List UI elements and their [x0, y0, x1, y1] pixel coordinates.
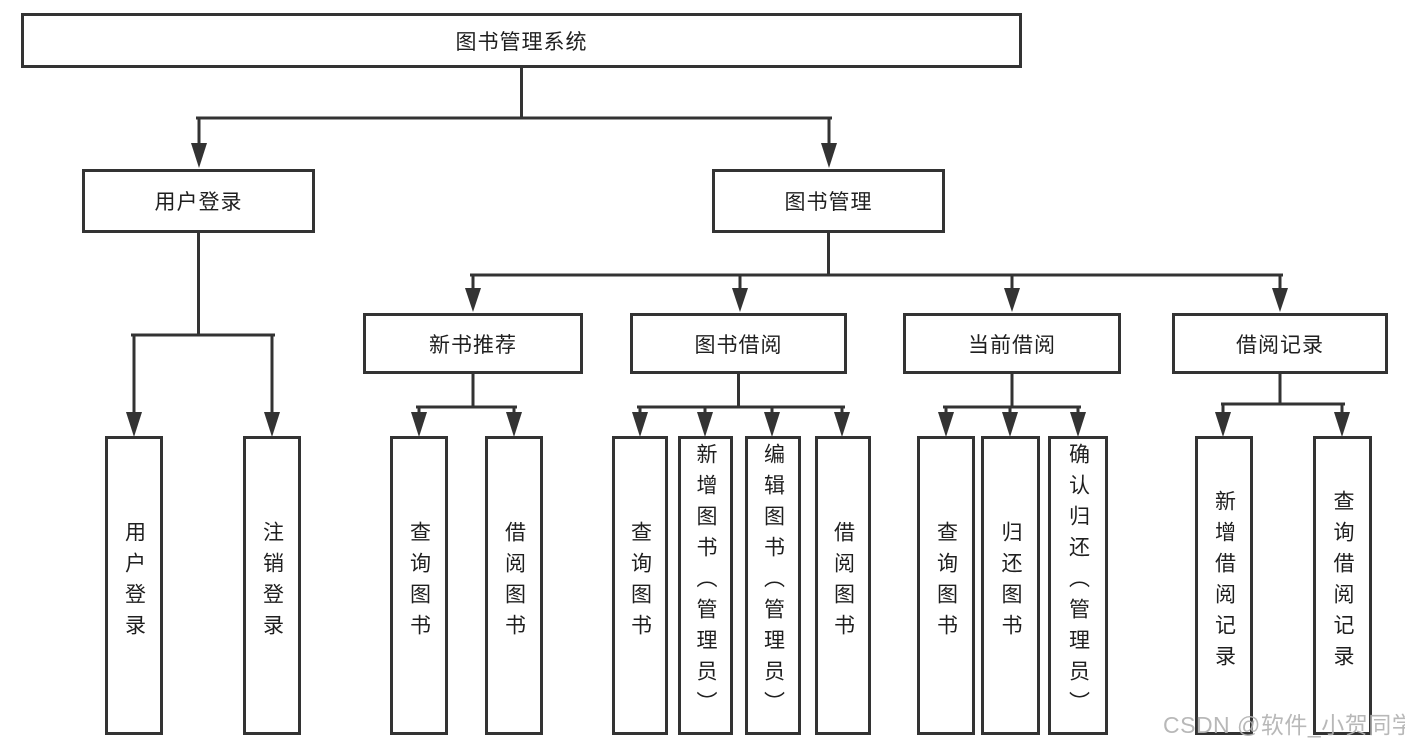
node-book-borrow: 图书借阅	[630, 313, 847, 374]
node-user-login: 用户登录	[82, 169, 315, 233]
leaf-label: 查询图书	[407, 520, 431, 645]
connector-new-book-to-leaves	[411, 370, 522, 437]
leaf-borrow-books: 借阅图书	[815, 436, 871, 735]
leaf-query-books-recommend: 查询图书	[390, 436, 448, 735]
leaf-label: 借阅图书	[502, 520, 526, 645]
leaf-user-login: 用户登录	[105, 436, 163, 735]
leaf-query-borrow-record: 查询借阅记录	[1313, 436, 1372, 735]
leaf-label: 查询图书	[934, 520, 958, 645]
connector-user-login-to-leaves	[126, 229, 280, 437]
leaf-borrow-books-recommend: 借阅图书	[485, 436, 543, 735]
leaf-query-books-current: 查询图书	[917, 436, 975, 735]
leaf-return-book: 归还图书	[981, 436, 1040, 735]
leaf-label: 编辑图书（管理员）	[761, 443, 785, 722]
connector-book-borrow-to-leaves	[632, 370, 850, 437]
leaf-logout: 注销登录	[243, 436, 301, 735]
leaf-label: 新增图书（管理员）	[694, 443, 717, 722]
node-current-borrow: 当前借阅	[903, 313, 1121, 374]
leaf-edit-book-admin: 编辑图书（管理员）	[745, 436, 801, 735]
node-root-system: 图书管理系统	[21, 13, 1022, 68]
leaf-label: 用户登录	[122, 520, 146, 645]
leaf-label: 归还图书	[999, 520, 1022, 645]
csdn-watermark: CSDN @软件_小贺同学	[1163, 712, 1405, 738]
node-new-book-recommend: 新书推荐	[363, 313, 583, 374]
leaf-confirm-return-admin: 确认归还（管理员）	[1048, 436, 1108, 735]
leaf-label: 查询图书	[628, 520, 652, 645]
leaf-label: 借阅图书	[831, 520, 855, 645]
connector-borrow-records-to-leaves	[1215, 370, 1350, 437]
leaf-query-books-borrow: 查询图书	[612, 436, 668, 735]
leaf-label: 注销登录	[260, 520, 284, 645]
node-borrow-records: 借阅记录	[1172, 313, 1388, 374]
leaf-label: 确认归还（管理员）	[1066, 443, 1090, 722]
connector-book-mgmt-to-groups	[465, 229, 1288, 312]
leaf-label: 新增借阅记录	[1212, 489, 1236, 676]
leaf-add-book-admin: 新增图书（管理员）	[678, 436, 733, 735]
leaf-label: 查询借阅记录	[1331, 489, 1354, 676]
node-book-management: 图书管理	[712, 169, 945, 233]
connector-root-to-level1	[191, 64, 837, 168]
connector-current-borrow-to-leaves	[938, 370, 1086, 437]
leaf-add-borrow-record: 新增借阅记录	[1195, 436, 1253, 735]
